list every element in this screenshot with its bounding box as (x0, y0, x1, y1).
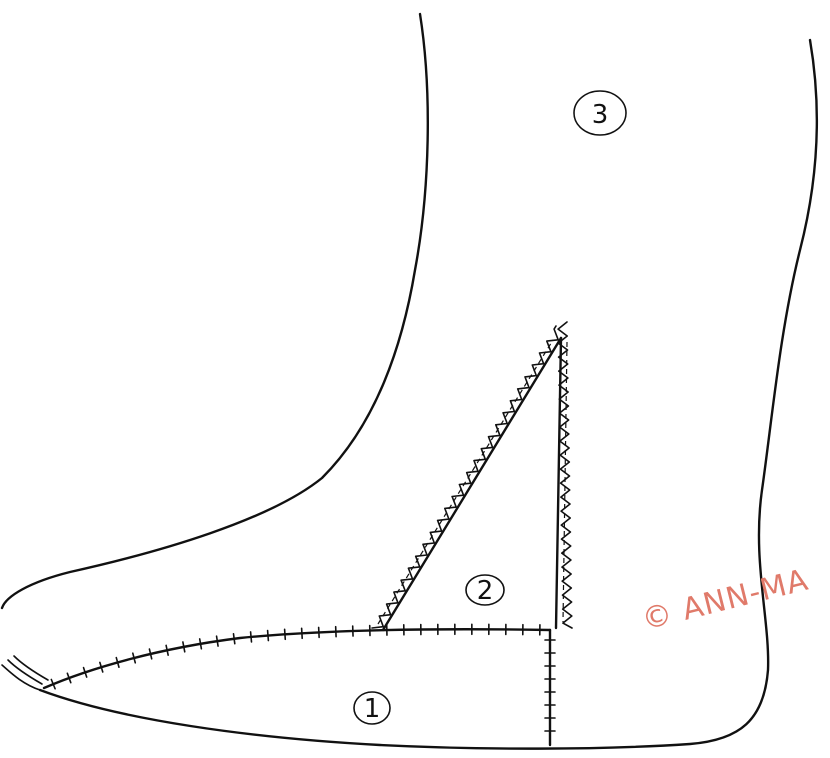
stitch-mark (200, 639, 202, 649)
region-label-2-text: 2 (477, 576, 494, 606)
stitch-mark (166, 645, 168, 655)
leg-back-outline (2, 14, 428, 608)
stitch-mark (268, 631, 269, 641)
stitch-mark (183, 642, 185, 652)
stitch-mark (149, 649, 151, 659)
region-label-3-text: 3 (592, 100, 609, 130)
gusset-zigzag-hypotenuse (372, 326, 558, 628)
stitch-mark (217, 636, 218, 646)
gusset-hypotenuse (383, 338, 561, 630)
stitch-mark (285, 629, 286, 639)
stitch-mark (233, 634, 234, 644)
region-label-3: 3 (574, 91, 626, 135)
sole-seam-line (44, 629, 550, 688)
copyright-watermark: © ANN-MA (638, 563, 812, 638)
region-label-1: 1 (354, 692, 390, 724)
stitch-mark (251, 632, 252, 642)
stitch-mark (302, 628, 303, 638)
region-label-2: 2 (466, 575, 504, 606)
toe-tip-detail (2, 656, 48, 690)
region-label-1-text: 1 (364, 694, 381, 724)
